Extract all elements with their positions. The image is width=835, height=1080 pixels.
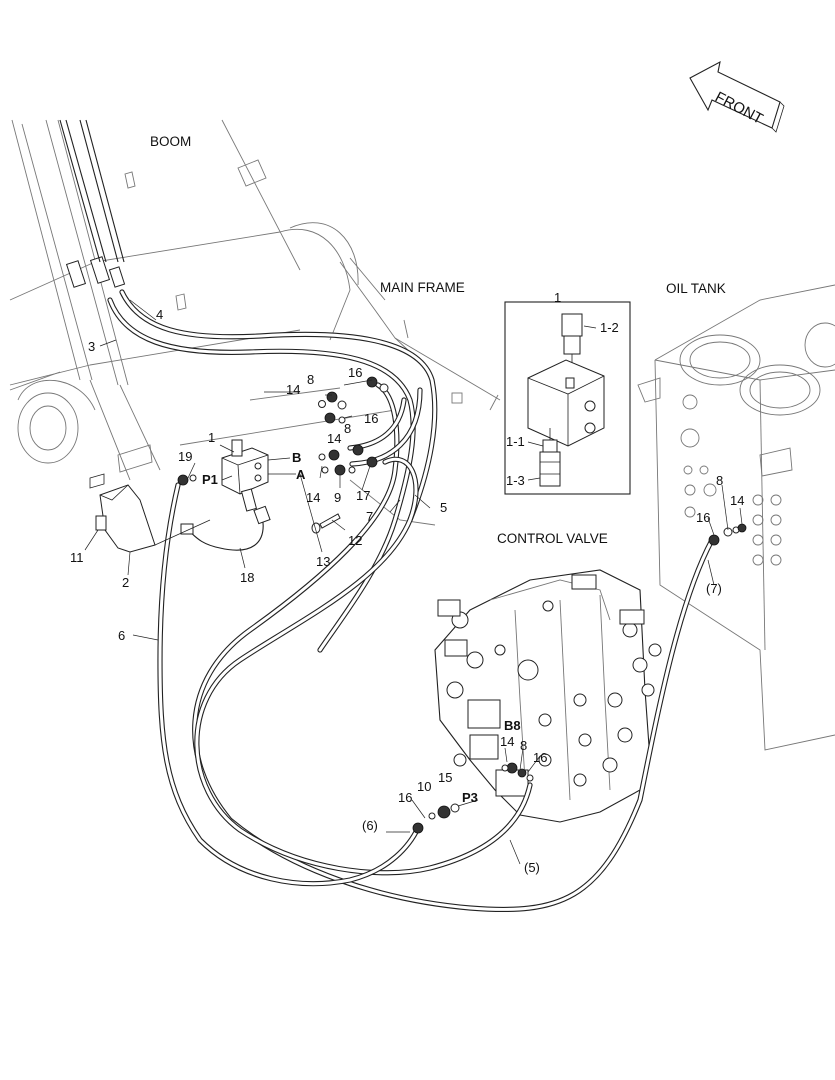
callout-1-inset: 1 [554,290,561,305]
inset-valve-assembly [504,301,631,495]
callout-8-middle: 8 [344,421,351,436]
fittings-cluster-top [177,376,389,486]
callout-5: 5 [440,500,447,515]
callout-1-1: 1-1 [506,434,525,449]
wire-harness-18 [180,505,271,551]
callout-13: 13 [316,554,330,569]
port-p1: P1 [202,472,218,487]
hose-4 [119,289,438,523]
oil-tank-structure [637,284,835,751]
hose-5 [194,456,533,876]
callout-14-bottom: 14 [306,490,320,505]
port-b8: B8 [504,718,521,733]
callout-6-paren: (6) [362,818,378,833]
callout-17: 17 [356,488,370,503]
caption-control-valve: CONTROL VALVE [497,531,608,546]
hose-6 [157,482,421,887]
port-p3: P3 [462,790,478,805]
callout-16-right: 16 [364,411,378,426]
bracket-2 [89,473,211,553]
callout-16-oil-tank: 16 [696,510,710,525]
main-frame-structure [179,222,501,526]
callout-14-middle: 14 [327,431,341,446]
callout-1-3: 1-3 [506,473,525,488]
callout-9: 9 [334,490,341,505]
callout-16-top: 16 [348,365,362,380]
callout-14-top: 14 [286,382,300,397]
callout-14-oil-tank: 14 [730,493,744,508]
callout-11: 11 [70,550,84,565]
callout-8-control-valve: 8 [520,738,527,753]
callout-1: 1 [208,430,215,445]
callout-15: 15 [438,770,452,785]
callout-4: 4 [156,307,163,322]
callout-6: 6 [118,628,125,643]
port-a: A [296,467,306,482]
callout-16-control-valve: 16 [533,750,547,765]
callout-7: 7 [366,509,373,524]
fittings-cluster-control-valve [412,762,534,834]
caption-main-frame: MAIN FRAME [380,280,465,295]
fittings-cluster-oil-tank [708,523,747,546]
solenoid-valve-1 [221,439,269,512]
leader-lines [84,299,743,865]
callout-7-paren: (7) [706,581,722,596]
control-valve-body [434,569,662,823]
callout-5-paren: (5) [524,860,540,875]
callout-16-p3: 16 [398,790,412,805]
callout-12: 12 [348,533,362,548]
boom-structure [9,119,301,481]
callout-3: 3 [88,339,95,354]
caption-oil-tank: OIL TANK [666,281,726,296]
bolt-12 [311,513,341,534]
callout-10: 10 [417,779,431,794]
callout-8-top: 8 [307,372,314,387]
front-caption: FRONT [712,89,766,128]
hose-from-valve-top [347,387,423,467]
callout-2: 2 [122,575,129,590]
callout-8-oil-tank: 8 [716,473,723,488]
callout-19: 19 [178,449,192,464]
caption-boom: BOOM [150,134,191,149]
front-arrow: FRONT [689,60,785,133]
callout-1-2: 1-2 [600,320,619,335]
callout-14-control-valve: 14 [500,734,514,749]
callout-18: 18 [240,570,254,585]
port-b: B [292,450,301,465]
